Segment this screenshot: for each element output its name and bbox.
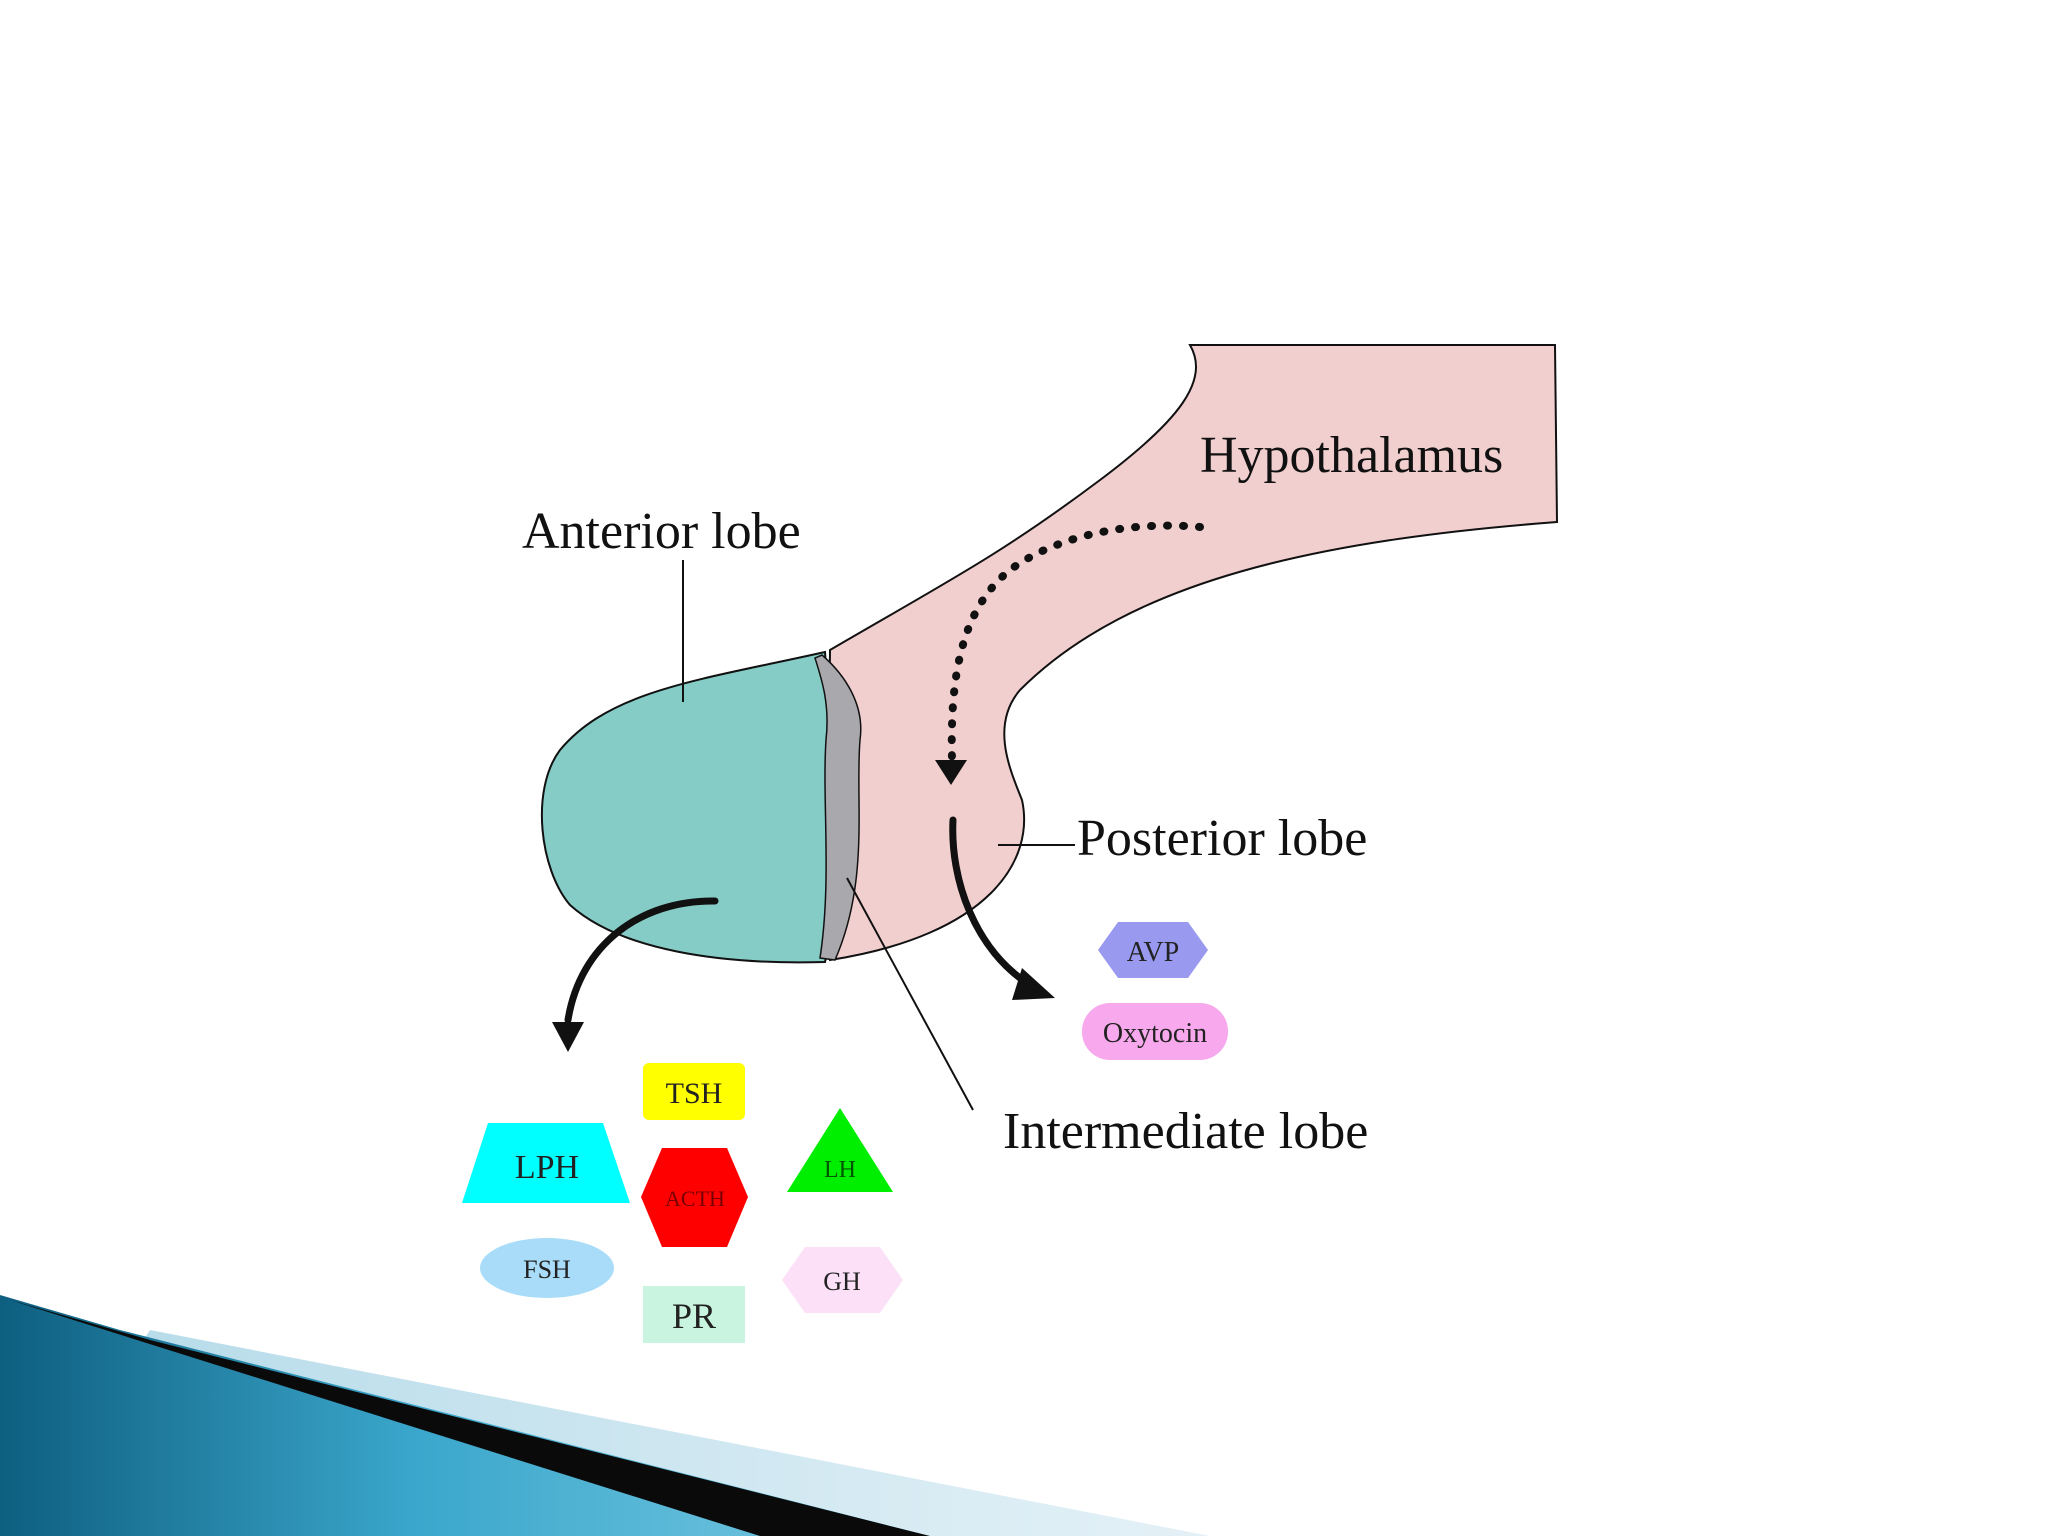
oxytocin-label: Oxytocin bbox=[1103, 1018, 1207, 1049]
oxytocin-shape bbox=[1082, 1003, 1228, 1060]
acth-shape bbox=[641, 1148, 748, 1247]
fsh-label: FSH bbox=[523, 1255, 571, 1284]
tsh-hormone: TSH bbox=[643, 1063, 745, 1120]
acth-label: ACTH bbox=[665, 1186, 725, 1211]
gh-shape bbox=[782, 1247, 903, 1313]
pr-hormone: PR bbox=[643, 1286, 745, 1343]
pr-shape bbox=[643, 1286, 745, 1343]
intermediate-lobe-label: Intermediate lobe bbox=[1003, 1103, 1368, 1160]
slide-decoration bbox=[0, 1295, 1210, 1536]
neurosecretion-dotted-arrow bbox=[947, 521, 1204, 764]
hypothalamus-label: Hypothalamus bbox=[1200, 427, 1503, 484]
posterior-lobe-shape bbox=[824, 344, 1559, 962]
fsh-hormone: FSH bbox=[480, 1238, 614, 1298]
tsh-label: TSH bbox=[666, 1077, 723, 1110]
lh-label: LH bbox=[824, 1157, 856, 1183]
posterior-lobe-label: Posterior lobe bbox=[1077, 810, 1367, 867]
avp-label: AVP bbox=[1127, 937, 1179, 968]
gh-hormone: GH bbox=[782, 1247, 903, 1313]
posterior-release-arrow bbox=[949, 816, 1034, 989]
anterior-lobe-label: Anterior lobe bbox=[522, 503, 801, 560]
avp-hormone: AVP bbox=[1098, 922, 1208, 978]
fsh-shape bbox=[480, 1238, 614, 1298]
avp-shape bbox=[1098, 922, 1208, 978]
anterior-lobe-shape bbox=[540, 650, 834, 964]
acth-hormone: ACTH bbox=[641, 1148, 748, 1247]
lh-hormone: LH bbox=[787, 1108, 893, 1192]
lh-shape bbox=[787, 1108, 893, 1192]
lph-hormone: LPH bbox=[462, 1123, 630, 1203]
lph-shape bbox=[462, 1123, 630, 1203]
intermediate-leader-line bbox=[846, 877, 974, 1111]
pr-label: PR bbox=[672, 1296, 716, 1336]
lph-label: LPH bbox=[515, 1149, 579, 1186]
dotted-arrow-head bbox=[935, 760, 967, 785]
gh-label: GH bbox=[823, 1267, 861, 1296]
anterior-arrow-head bbox=[552, 1022, 584, 1052]
pale-band bbox=[140, 1330, 1210, 1536]
tsh-shape bbox=[643, 1063, 745, 1120]
oxytocin-hormone: Oxytocin bbox=[1082, 1003, 1228, 1060]
blue-band bbox=[0, 1295, 930, 1536]
posterior-arrow-head bbox=[1012, 968, 1055, 1000]
anterior-release-arrow bbox=[564, 897, 719, 1024]
